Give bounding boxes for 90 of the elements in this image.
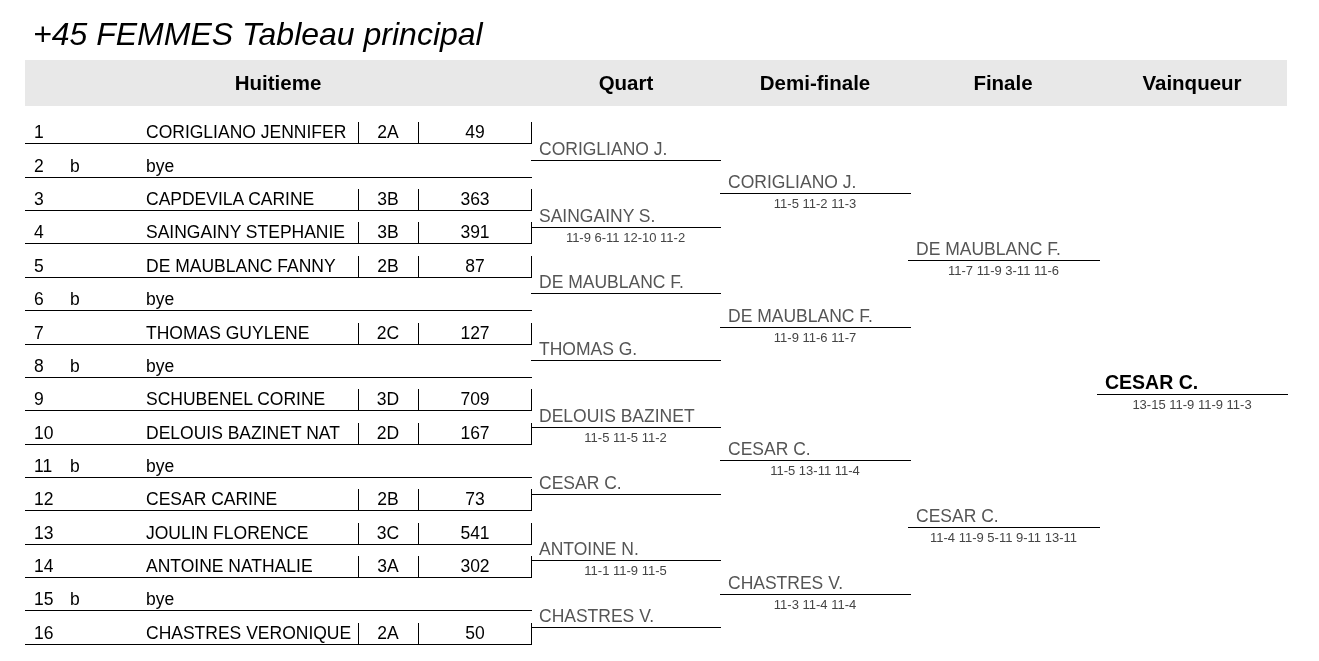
match-score: 11-9 6-11 12-10 11-2 xyxy=(565,230,686,246)
winner-name: SAINGAINY S. xyxy=(539,206,656,226)
row-number: 13 xyxy=(34,523,54,543)
category-code: 2A xyxy=(377,122,399,142)
match-score: 11-4 11-9 5-11 9-11 13-11 xyxy=(930,530,1077,546)
champion-name: CESAR C. xyxy=(1105,372,1199,392)
winner-name: ANTOINE N. xyxy=(539,539,639,559)
row-number: 8 xyxy=(34,356,44,376)
category-code: 3C xyxy=(376,523,400,543)
points-value: 49 xyxy=(465,122,485,142)
player-name: SCHUBENEL CORINE xyxy=(146,389,326,409)
bye-entry: bye xyxy=(146,589,175,609)
points-value: 709 xyxy=(460,389,490,409)
column-header: Huitieme xyxy=(234,72,322,94)
match-score: 11-3 11-4 11-4 xyxy=(773,597,857,613)
points-value: 73 xyxy=(465,489,485,509)
bye-marker: b xyxy=(70,289,80,309)
category-code: 2B xyxy=(377,256,399,276)
category-code: 2A xyxy=(377,623,399,643)
row-number: 11 xyxy=(34,456,53,476)
row-number: 10 xyxy=(34,423,54,443)
points-value: 391 xyxy=(460,222,490,242)
row-number: 9 xyxy=(34,389,44,409)
player-name: SAINGAINY STEPHANIE xyxy=(146,222,346,242)
row-number: 3 xyxy=(34,189,44,209)
row-number: 2 xyxy=(34,156,44,176)
column-header: Vainqueur xyxy=(1142,72,1242,94)
column-header: Finale xyxy=(973,72,1033,94)
match-score: 11-1 11-9 11-5 xyxy=(584,563,667,579)
winner-name: CHASTRES V. xyxy=(539,606,655,626)
points-value: 302 xyxy=(460,556,490,576)
points-value: 363 xyxy=(460,189,490,209)
match-score: 11-9 11-6 11-7 xyxy=(773,330,857,346)
player-name: JOULIN FLORENCE xyxy=(146,523,309,543)
row-number: 15 xyxy=(34,589,54,609)
points-value: 167 xyxy=(460,423,490,443)
bye-entry: bye xyxy=(146,456,175,476)
points-value: 87 xyxy=(465,256,485,276)
points-value: 50 xyxy=(465,623,485,643)
winner-name: CESAR C. xyxy=(916,506,999,526)
column-header: Quart xyxy=(598,72,654,94)
match-score: 11-5 11-2 11-3 xyxy=(773,196,857,212)
player-name: CHASTRES VERONIQUE xyxy=(146,623,352,643)
bye-marker: b xyxy=(70,456,80,476)
match-score: 11-7 11-9 3-11 11-6 xyxy=(947,263,1060,279)
winner-name: CESAR C. xyxy=(539,473,622,493)
points-value: 127 xyxy=(460,323,490,343)
player-name: CESAR CARINE xyxy=(146,489,278,509)
row-number: 7 xyxy=(34,323,44,343)
bye-marker: b xyxy=(70,589,80,609)
row-number: 5 xyxy=(34,256,44,276)
player-name: THOMAS GUYLENE xyxy=(146,323,310,343)
player-name: CAPDEVILA CARINE xyxy=(146,189,315,209)
title: +45 FEMMES Tableau principal xyxy=(33,15,483,53)
match-score: 13-15 11-9 11-9 11-3 xyxy=(1132,397,1252,413)
player-name: ANTOINE NATHALIE xyxy=(146,556,313,576)
player-name: DE MAUBLANC FANNY xyxy=(146,256,336,276)
player-name: CORIGLIANO JENNIFER xyxy=(146,122,347,142)
winner-name: CORIGLIANO J. xyxy=(728,172,857,192)
player-name: DELOUIS BAZINET NAT xyxy=(146,423,340,443)
category-code: 3B xyxy=(377,189,399,209)
bye-entry: bye xyxy=(146,356,175,376)
winner-name: THOMAS G. xyxy=(539,339,638,359)
column-header: Demi-finale xyxy=(759,72,871,94)
match-score: 11-5 11-5 11-2 xyxy=(584,430,667,446)
category-code: 3A xyxy=(377,556,399,576)
category-code: 2B xyxy=(377,489,399,509)
bye-entry: bye xyxy=(146,289,175,309)
row-number: 12 xyxy=(34,489,54,509)
row-number: 14 xyxy=(34,556,54,576)
points-value: 541 xyxy=(460,523,490,543)
winner-name: DE MAUBLANC F. xyxy=(916,239,1061,259)
bye-entry: bye xyxy=(146,156,175,176)
row-number: 6 xyxy=(34,289,44,309)
bye-marker: b xyxy=(70,356,80,376)
winner-name: CESAR C. xyxy=(728,439,811,459)
winner-name: DE MAUBLANC F. xyxy=(539,272,684,292)
winner-name: CHASTRES V. xyxy=(728,573,844,593)
category-code: 3D xyxy=(376,389,400,409)
row-number: 16 xyxy=(34,623,54,643)
winner-name: CORIGLIANO J. xyxy=(539,139,668,159)
row-number: 4 xyxy=(34,222,44,242)
category-code: 2C xyxy=(376,323,400,343)
winner-name: DELOUIS BAZINET xyxy=(539,406,695,426)
category-code: 3B xyxy=(377,222,399,242)
bye-marker: b xyxy=(70,156,80,176)
row-number: 1 xyxy=(34,122,44,142)
winner-name: DE MAUBLANC F. xyxy=(728,306,873,326)
match-score: 11-5 13-11 11-4 xyxy=(770,463,860,479)
category-code: 2D xyxy=(376,423,400,443)
